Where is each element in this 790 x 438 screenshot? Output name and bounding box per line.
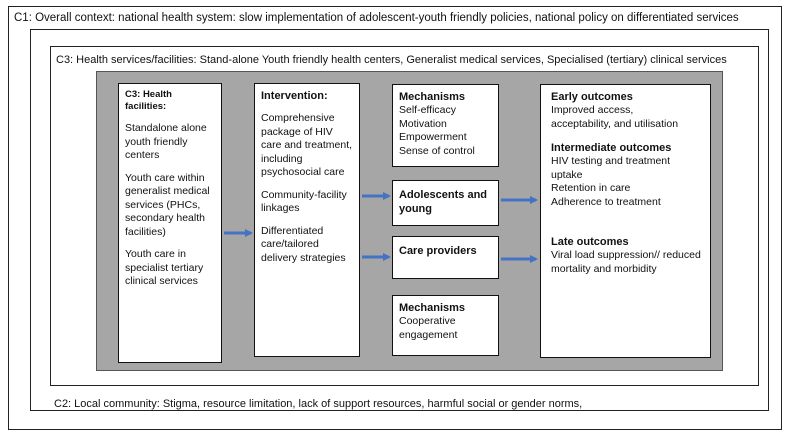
facilities-heading: C3: Health facilities: bbox=[125, 89, 172, 112]
mechanism-item: Sense of control bbox=[399, 144, 475, 157]
providers-box: Care providers bbox=[392, 236, 499, 279]
late-outcomes-text: Viral load suppression// reduced mortali… bbox=[551, 249, 701, 275]
c2-frame bbox=[30, 29, 769, 411]
late-outcomes-heading: Late outcomes bbox=[551, 236, 629, 248]
early-outcomes-text: Improved access, acceptability, and util… bbox=[551, 104, 679, 130]
early-outcomes-heading: Early outcomes bbox=[551, 91, 633, 103]
mechanisms-bottom-box: Mechanisms Cooperative engagement bbox=[392, 295, 499, 356]
mechanism-item: Self-efficacy bbox=[399, 104, 456, 116]
c1-frame bbox=[8, 6, 782, 430]
mechanism-item: Empowerment bbox=[399, 131, 467, 143]
intervention-heading: Intervention: bbox=[261, 90, 328, 102]
c1-label: C1: Overall context: national health sys… bbox=[14, 12, 739, 24]
mechanisms-top-box: Mechanisms Self-efficacy Motivation Empo… bbox=[392, 84, 499, 167]
intervention-item: Comprehensive package of HIV care and tr… bbox=[261, 112, 353, 178]
c3-label: C3: Health services/facilities: Stand-al… bbox=[56, 54, 727, 66]
intervention-box: Intervention: Comprehensive package of H… bbox=[254, 83, 360, 357]
intermediate-outcome-item: Retention in care bbox=[551, 182, 631, 194]
intermediate-outcome-item: HIV testing and treatment uptake bbox=[551, 155, 671, 181]
providers-label: Care providers bbox=[399, 245, 477, 257]
facility-item: Youth care in specialist tertiary clinic… bbox=[125, 248, 204, 287]
outcomes-box: Early outcomes Improved access, acceptab… bbox=[540, 84, 711, 358]
adolescents-label: Adolescents and young bbox=[399, 189, 488, 215]
intervention-item: Differentiated care/tailored delivery st… bbox=[261, 224, 346, 264]
c2-label: C2: Local community: Stigma, resource li… bbox=[54, 398, 583, 410]
c3-frame bbox=[50, 46, 759, 386]
intermediate-outcome-item: Adherence to treatment bbox=[551, 195, 661, 208]
facilities-box: C3: Health facilities: Standalone alone … bbox=[118, 83, 222, 363]
intermediate-outcomes-heading: Intermediate outcomes bbox=[551, 142, 672, 154]
facility-item: Youth care within generalist medical ser… bbox=[125, 171, 210, 238]
intervention-item: Community-facility linkages bbox=[261, 188, 347, 215]
facility-item: Standalone alone youth friendly centers bbox=[125, 122, 207, 161]
adolescents-box: Adolescents and young bbox=[392, 180, 499, 226]
mechanisms-heading: Mechanisms bbox=[399, 91, 466, 103]
mechanism-item: Cooperative engagement bbox=[399, 315, 458, 341]
mechanisms-heading: Mechanisms bbox=[399, 302, 466, 314]
mechanism-item: Motivation bbox=[399, 117, 447, 130]
